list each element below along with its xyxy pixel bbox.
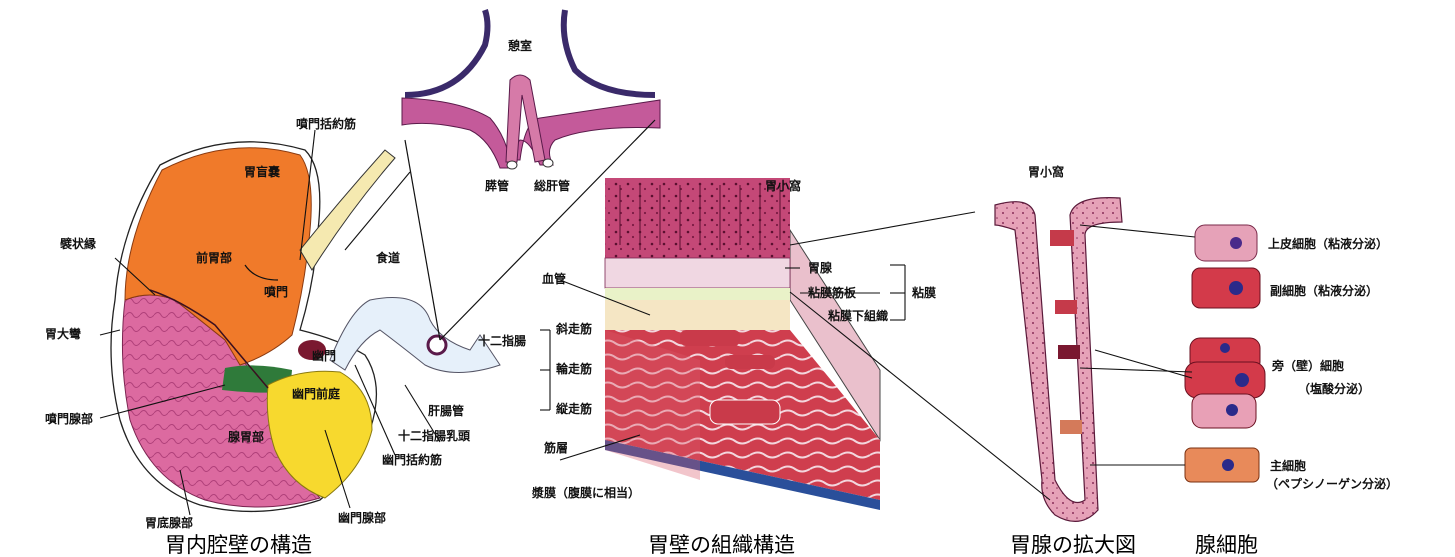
- label-chief-note: （ペプシノーゲン分泌）: [1266, 476, 1398, 491]
- submucosa-layer: [605, 300, 790, 330]
- label-parietal: 旁（壁）細胞: [1271, 358, 1344, 373]
- label-duodenal-papilla: 十二指腸乳頭: [398, 428, 471, 443]
- label-cardia: 噴門: [264, 284, 288, 299]
- label-muscularis-mucosae: 粘膜筋板: [808, 285, 857, 300]
- label-glandular-stomach: 腺胃部: [228, 429, 264, 444]
- label-gland-gastric-pit: 胃小窩: [1028, 164, 1064, 179]
- caption-gland: 胃腺の拡大図: [1010, 533, 1136, 557]
- label-mucosa: 粘膜: [912, 285, 936, 300]
- label-parietal-note: （塩酸分泌）: [1298, 381, 1370, 396]
- muscularis-mucosae-layer: [605, 288, 790, 300]
- label-hepatoenteric-duct: 肝腸管: [428, 403, 464, 418]
- label-circular-muscle: 輪走筋: [556, 361, 592, 376]
- label-pyloric-gland-region: 幽門腺部: [338, 510, 386, 525]
- label-pancreatic-duct: 膵管: [485, 178, 509, 193]
- label-esophagus: 食道: [375, 250, 400, 265]
- caption-wall: 胃壁の組織構造: [648, 533, 795, 557]
- label-pyloric-antrum: 幽門前庭: [292, 386, 340, 401]
- gland-cells: [1185, 225, 1265, 482]
- label-cardiac-gland-region: 噴門腺部: [45, 411, 93, 426]
- mucosa-layer: [605, 178, 790, 258]
- gastric-wall-block: [605, 178, 880, 510]
- label-forestomach: 前胃部: [196, 250, 232, 265]
- duodenum-tube: [330, 298, 500, 373]
- label-margo-plicatus: 襞状縁: [60, 236, 96, 251]
- mucous-neck-cell: [1192, 268, 1260, 308]
- label-muscle-layer: 筋層: [543, 440, 568, 455]
- label-gastric-gland: 胃腺: [808, 260, 833, 275]
- label-chief: 主細胞: [1270, 458, 1306, 473]
- gastric-gland-tube: [995, 198, 1122, 522]
- caption-cells: 腺細胞: [1195, 533, 1258, 557]
- label-cardiac-sphincter: 噴門括約筋: [296, 116, 356, 131]
- label-fundic-gland-region: 胃底腺部: [145, 515, 193, 530]
- label-gastric-pit: 胃小窩: [765, 178, 801, 193]
- label-greater-curvature: 胃大彎: [45, 326, 81, 341]
- caption-stomach: 胃内腔壁の構造: [165, 533, 312, 557]
- label-duodenum: 十二指腸: [478, 333, 526, 348]
- label-pylorus: 幽門: [312, 349, 336, 363]
- label-pyloric-sphincter: 幽門括約筋: [382, 452, 442, 467]
- surface-cell: [1195, 225, 1257, 261]
- label-diverticulum: 憩室: [508, 38, 532, 53]
- label-surface-epithelial: 上皮細胞（粘液分泌）: [1268, 236, 1388, 251]
- label-common-bile-duct: 総肝管: [534, 178, 570, 193]
- label-submucosa: 粘膜下組織: [828, 308, 888, 323]
- duodenal-papilla-ring: [428, 336, 446, 354]
- label-oblique-muscle: 斜走筋: [555, 321, 592, 336]
- label-gastric-fundus-sac: 胃盲嚢: [244, 164, 281, 179]
- label-longitudinal-muscle: 縦走筋: [556, 401, 592, 416]
- label-serosa: 漿膜（腹膜に相当）: [531, 485, 640, 500]
- label-blood-vessel: 血管: [542, 271, 566, 286]
- label-mucous-neck: 副細胞（粘液分泌）: [1270, 283, 1378, 298]
